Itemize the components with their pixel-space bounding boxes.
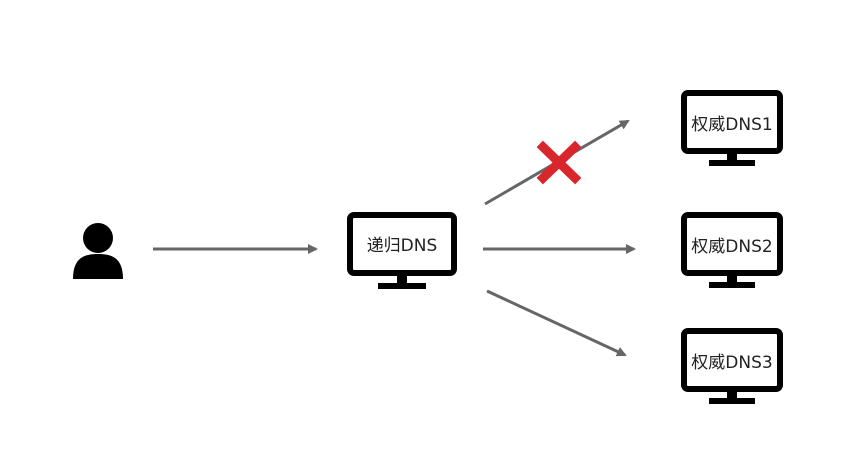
arrow-to-authoritative-dns3 — [486, 289, 627, 357]
recursive-dns-label: 递归DNS — [367, 236, 438, 256]
authoritative-dns1-node: 权威DNS1 — [681, 90, 783, 166]
authoritative-dns2-label: 权威DNS2 — [691, 237, 772, 257]
monitor-icon — [347, 212, 457, 289]
monitor-icon — [681, 212, 783, 288]
recursive-dns-node: 递归DNS — [347, 212, 457, 289]
authoritative-dns3-label: 权威DNS3 — [691, 353, 772, 373]
red-x-icon — [536, 140, 582, 185]
authoritative-dns1-label: 权威DNS1 — [691, 115, 772, 135]
user-icon — [73, 223, 123, 279]
monitor-icon — [681, 90, 783, 166]
authoritative-dns2-node: 权威DNS2 — [681, 212, 783, 288]
authoritative-dns3-node: 权威DNS3 — [681, 328, 783, 404]
monitor-icon — [681, 328, 783, 404]
